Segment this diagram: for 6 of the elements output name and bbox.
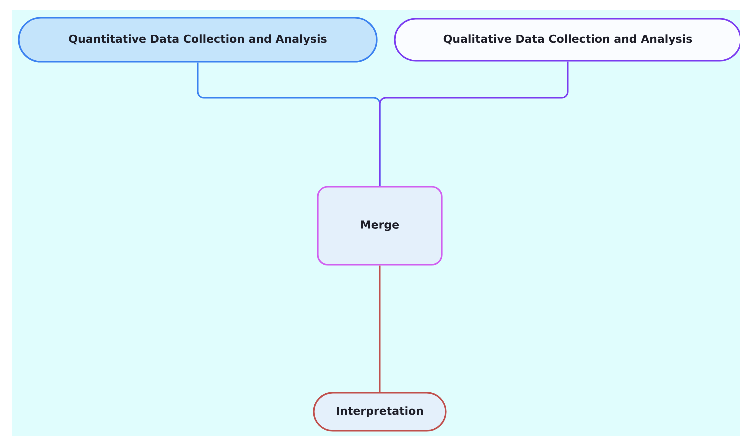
process-box: Merge (317, 186, 443, 266)
rounded-box: Quantitative Data Collection and Analysis (18, 17, 378, 63)
connector-line (379, 266, 381, 392)
rounded-box: Interpretation (313, 392, 447, 432)
connector-line (379, 62, 569, 186)
rounded-box: Qualitative Data Collection and Analysis (394, 18, 740, 62)
